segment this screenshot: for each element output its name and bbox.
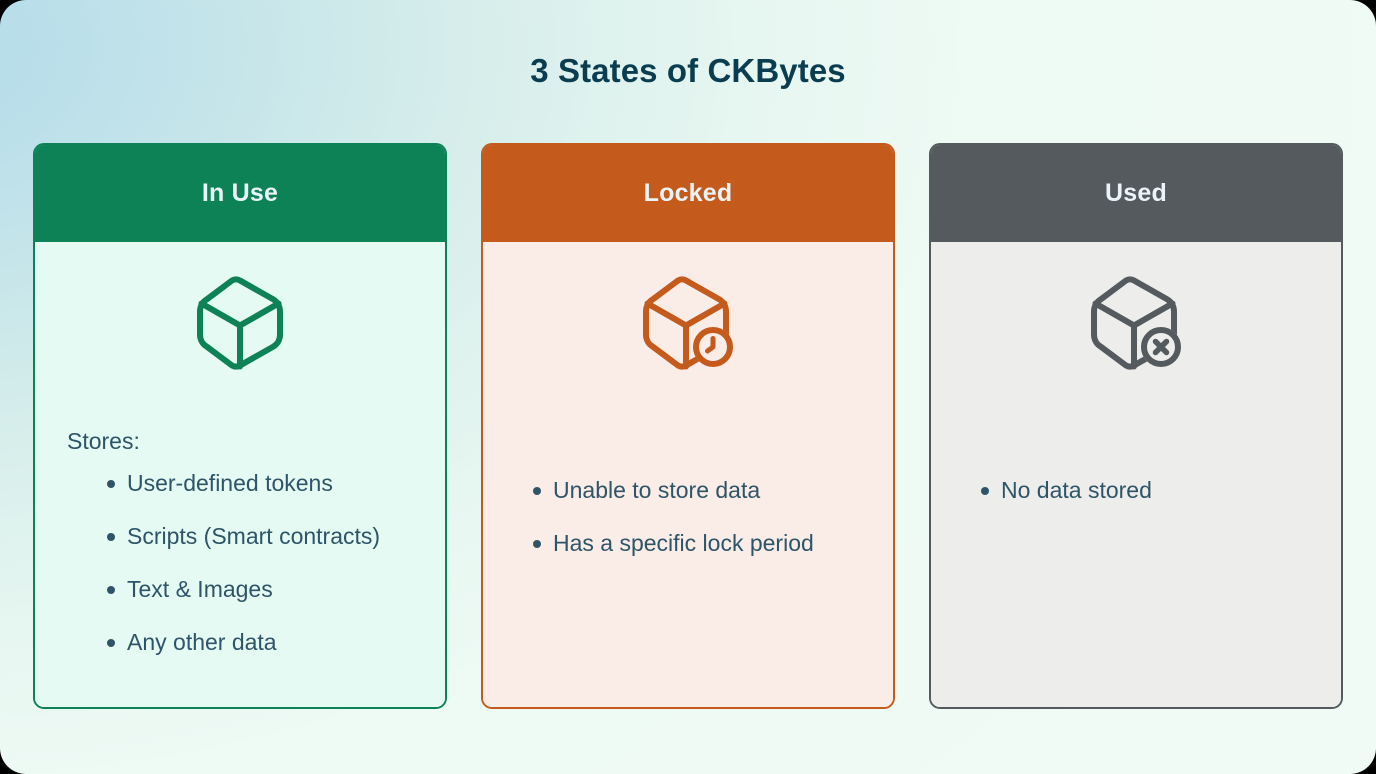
card-body-in-use: Stores: User-defined tokens Scripts (Sma… — [35, 242, 445, 707]
card-header-in-use: In Use — [35, 145, 445, 242]
page-title: 3 States of CKBytes — [530, 52, 846, 89]
cube-clock-icon — [483, 242, 893, 404]
card-content-locked: Unable to store data Has a specific lock… — [483, 404, 893, 557]
card-header-used: Used — [931, 145, 1341, 242]
list-item: Any other data — [95, 628, 419, 656]
stores-label: Stores: — [67, 428, 140, 454]
card-header-label: Locked — [643, 179, 733, 207]
state-card-used: Used No data stored — [929, 143, 1343, 709]
cube-x-icon — [931, 242, 1341, 404]
card-body-used: No data stored — [931, 242, 1341, 707]
card-header-label: In Use — [201, 179, 279, 207]
card-header-locked: Locked — [483, 145, 893, 242]
card-content-used: No data stored — [931, 404, 1341, 504]
list-item: Has a specific lock period — [521, 529, 867, 557]
card-header-label: Used — [1105, 179, 1167, 207]
feature-list-locked: Unable to store data Has a specific lock… — [521, 476, 893, 557]
cube-icon — [35, 242, 445, 404]
card-content-in-use: Stores: User-defined tokens Scripts (Sma… — [35, 404, 445, 656]
feature-list-in-use: User-defined tokens Scripts (Smart contr… — [95, 469, 445, 656]
list-item: No data stored — [969, 476, 1315, 504]
list-item: Unable to store data — [521, 476, 867, 504]
list-item: Scripts (Smart contracts) — [95, 522, 419, 550]
card-body-locked: Unable to store data Has a specific lock… — [483, 242, 893, 707]
state-card-in-use: In Use Stores: User-defined tokens Scrip… — [33, 143, 447, 709]
feature-list-used: No data stored — [969, 476, 1341, 504]
list-item: User-defined tokens — [95, 469, 419, 497]
state-card-locked: Locked Unable to store data — [481, 143, 895, 709]
state-cards-row: In Use Stores: User-defined tokens Scrip… — [33, 143, 1343, 709]
list-item: Text & Images — [95, 575, 419, 603]
